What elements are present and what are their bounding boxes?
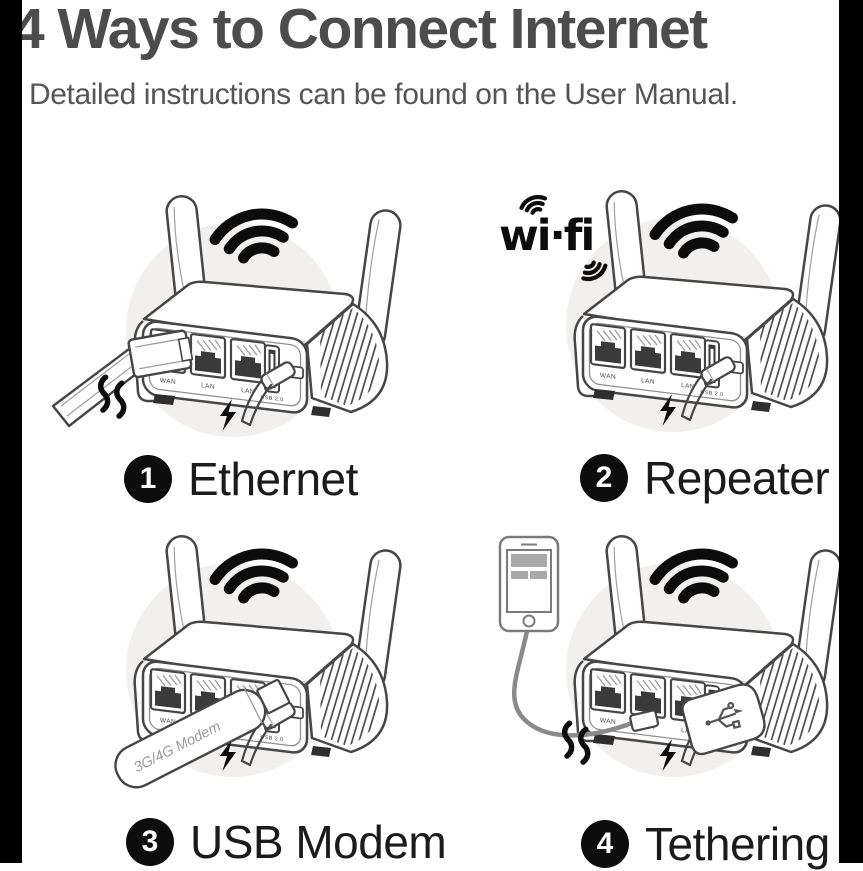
method-4-badge: 4 [581,820,629,868]
method-2-number: 2 [595,461,613,494]
method-caption-usb-modem: 3 USB Modem [126,815,447,869]
left-crop-bar [0,0,22,863]
method-caption-ethernet: 1 Ethernet [124,452,358,506]
method-3-badge: 3 [126,818,174,866]
method-4-label: Tethering [645,818,830,870]
method-caption-repeater: 2 Repeater [580,451,830,505]
illustration-ethernet [51,158,445,503]
method-2-label: Repeater [644,452,830,504]
usb-trident-icon [705,701,744,730]
method-3-label: USB Modem [190,816,447,868]
wifi-logo-text: wi·fi [499,211,593,261]
method-3-number: 3 [141,825,159,858]
ethernet-plug [127,329,194,379]
illustration-usb-modem: 3G/4G Modem [114,498,445,789]
tethering-adapter [681,683,766,756]
page-title: 4 Ways to Connect Internet [13,0,708,61]
method-1-badge: 1 [124,455,172,503]
illustration-tethering [498,498,863,843]
illustration-repeater: wi·fi [499,153,863,498]
method-2-badge: 2 [580,454,628,502]
method-1-number: 1 [139,462,157,495]
smartphone [498,535,560,633]
usb-plug [629,709,660,732]
wifi-logo-arcs-top [519,194,548,215]
phone-cable [512,630,636,738]
wifi-logo-arcs-bottom [581,260,608,282]
ethernet-cable [51,329,194,428]
right-crop-bar [839,0,863,863]
page-subtitle: Detailed instructions can be found on th… [29,78,738,111]
method-4-number: 4 [596,827,614,860]
method-1-label: Ethernet [188,453,358,505]
wifi-logo: wi·fi [499,194,608,282]
method-caption-tethering: 4 Tethering [581,817,830,871]
